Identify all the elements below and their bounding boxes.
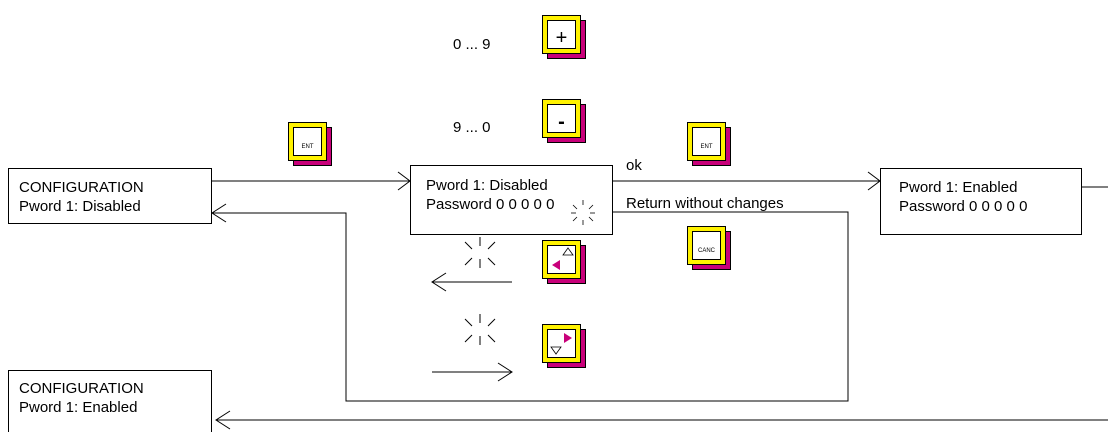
arrowhead — [211, 203, 227, 223]
box-line-1: Pword 1: Enabled — [899, 179, 1018, 196]
ent-key-label: ENT — [301, 144, 314, 150]
state-config-disabled: CONFIGURATION Pword 1: Disabled — [8, 168, 212, 224]
ent-key-confirm[interactable]: ENT — [687, 122, 731, 166]
plus-icon: + — [555, 27, 568, 49]
state-pword-enabled: Pword 1: Enabled Password 0 0 0 0 0 — [880, 168, 1082, 235]
box-line-1: CONFIGURATION — [19, 380, 144, 397]
plus-key[interactable]: + — [542, 15, 586, 59]
ent-key-first[interactable]: ENT — [288, 122, 332, 166]
state-password-entry: Pword 1: Disabled Password 0 0 0 0 0 — [410, 165, 613, 235]
blink-icon — [464, 237, 496, 268]
cursor-right-key[interactable] — [542, 324, 586, 368]
canc-key-label: CANC — [697, 248, 715, 254]
box-line-2: Pword 1: Disabled — [19, 198, 141, 215]
range-down-label: 9 ... 0 — [453, 119, 491, 136]
box-line-2: Pword 1: Enabled — [19, 399, 138, 416]
state-config-enabled: CONFIGURATION Pword 1: Enabled — [8, 370, 212, 432]
box-line-2: Password 0 0 0 0 0 — [899, 198, 1028, 215]
arrowhead — [215, 410, 231, 430]
box-line-2: Password 0 0 0 0 0 — [426, 196, 555, 213]
range-up-label: 0 ... 9 — [453, 36, 491, 53]
canc-key[interactable]: CANC — [687, 226, 731, 270]
blink-icon — [464, 314, 496, 345]
digit-blink-icon — [571, 200, 595, 225]
box-line-1: Pword 1: Disabled — [426, 177, 548, 194]
box-line-1: CONFIGURATION — [19, 179, 144, 196]
ent-key-label: ENT — [700, 144, 713, 150]
ok-label: ok — [626, 157, 642, 174]
cursor-left-key[interactable] — [542, 240, 586, 284]
minus-icon: - — [558, 111, 565, 133]
return-label: Return without changes — [626, 195, 784, 212]
right-arrow-icon — [550, 333, 572, 355]
minus-key[interactable]: - — [542, 99, 586, 143]
arrow-return — [212, 211, 849, 402]
left-arrow-icon — [552, 247, 574, 270]
